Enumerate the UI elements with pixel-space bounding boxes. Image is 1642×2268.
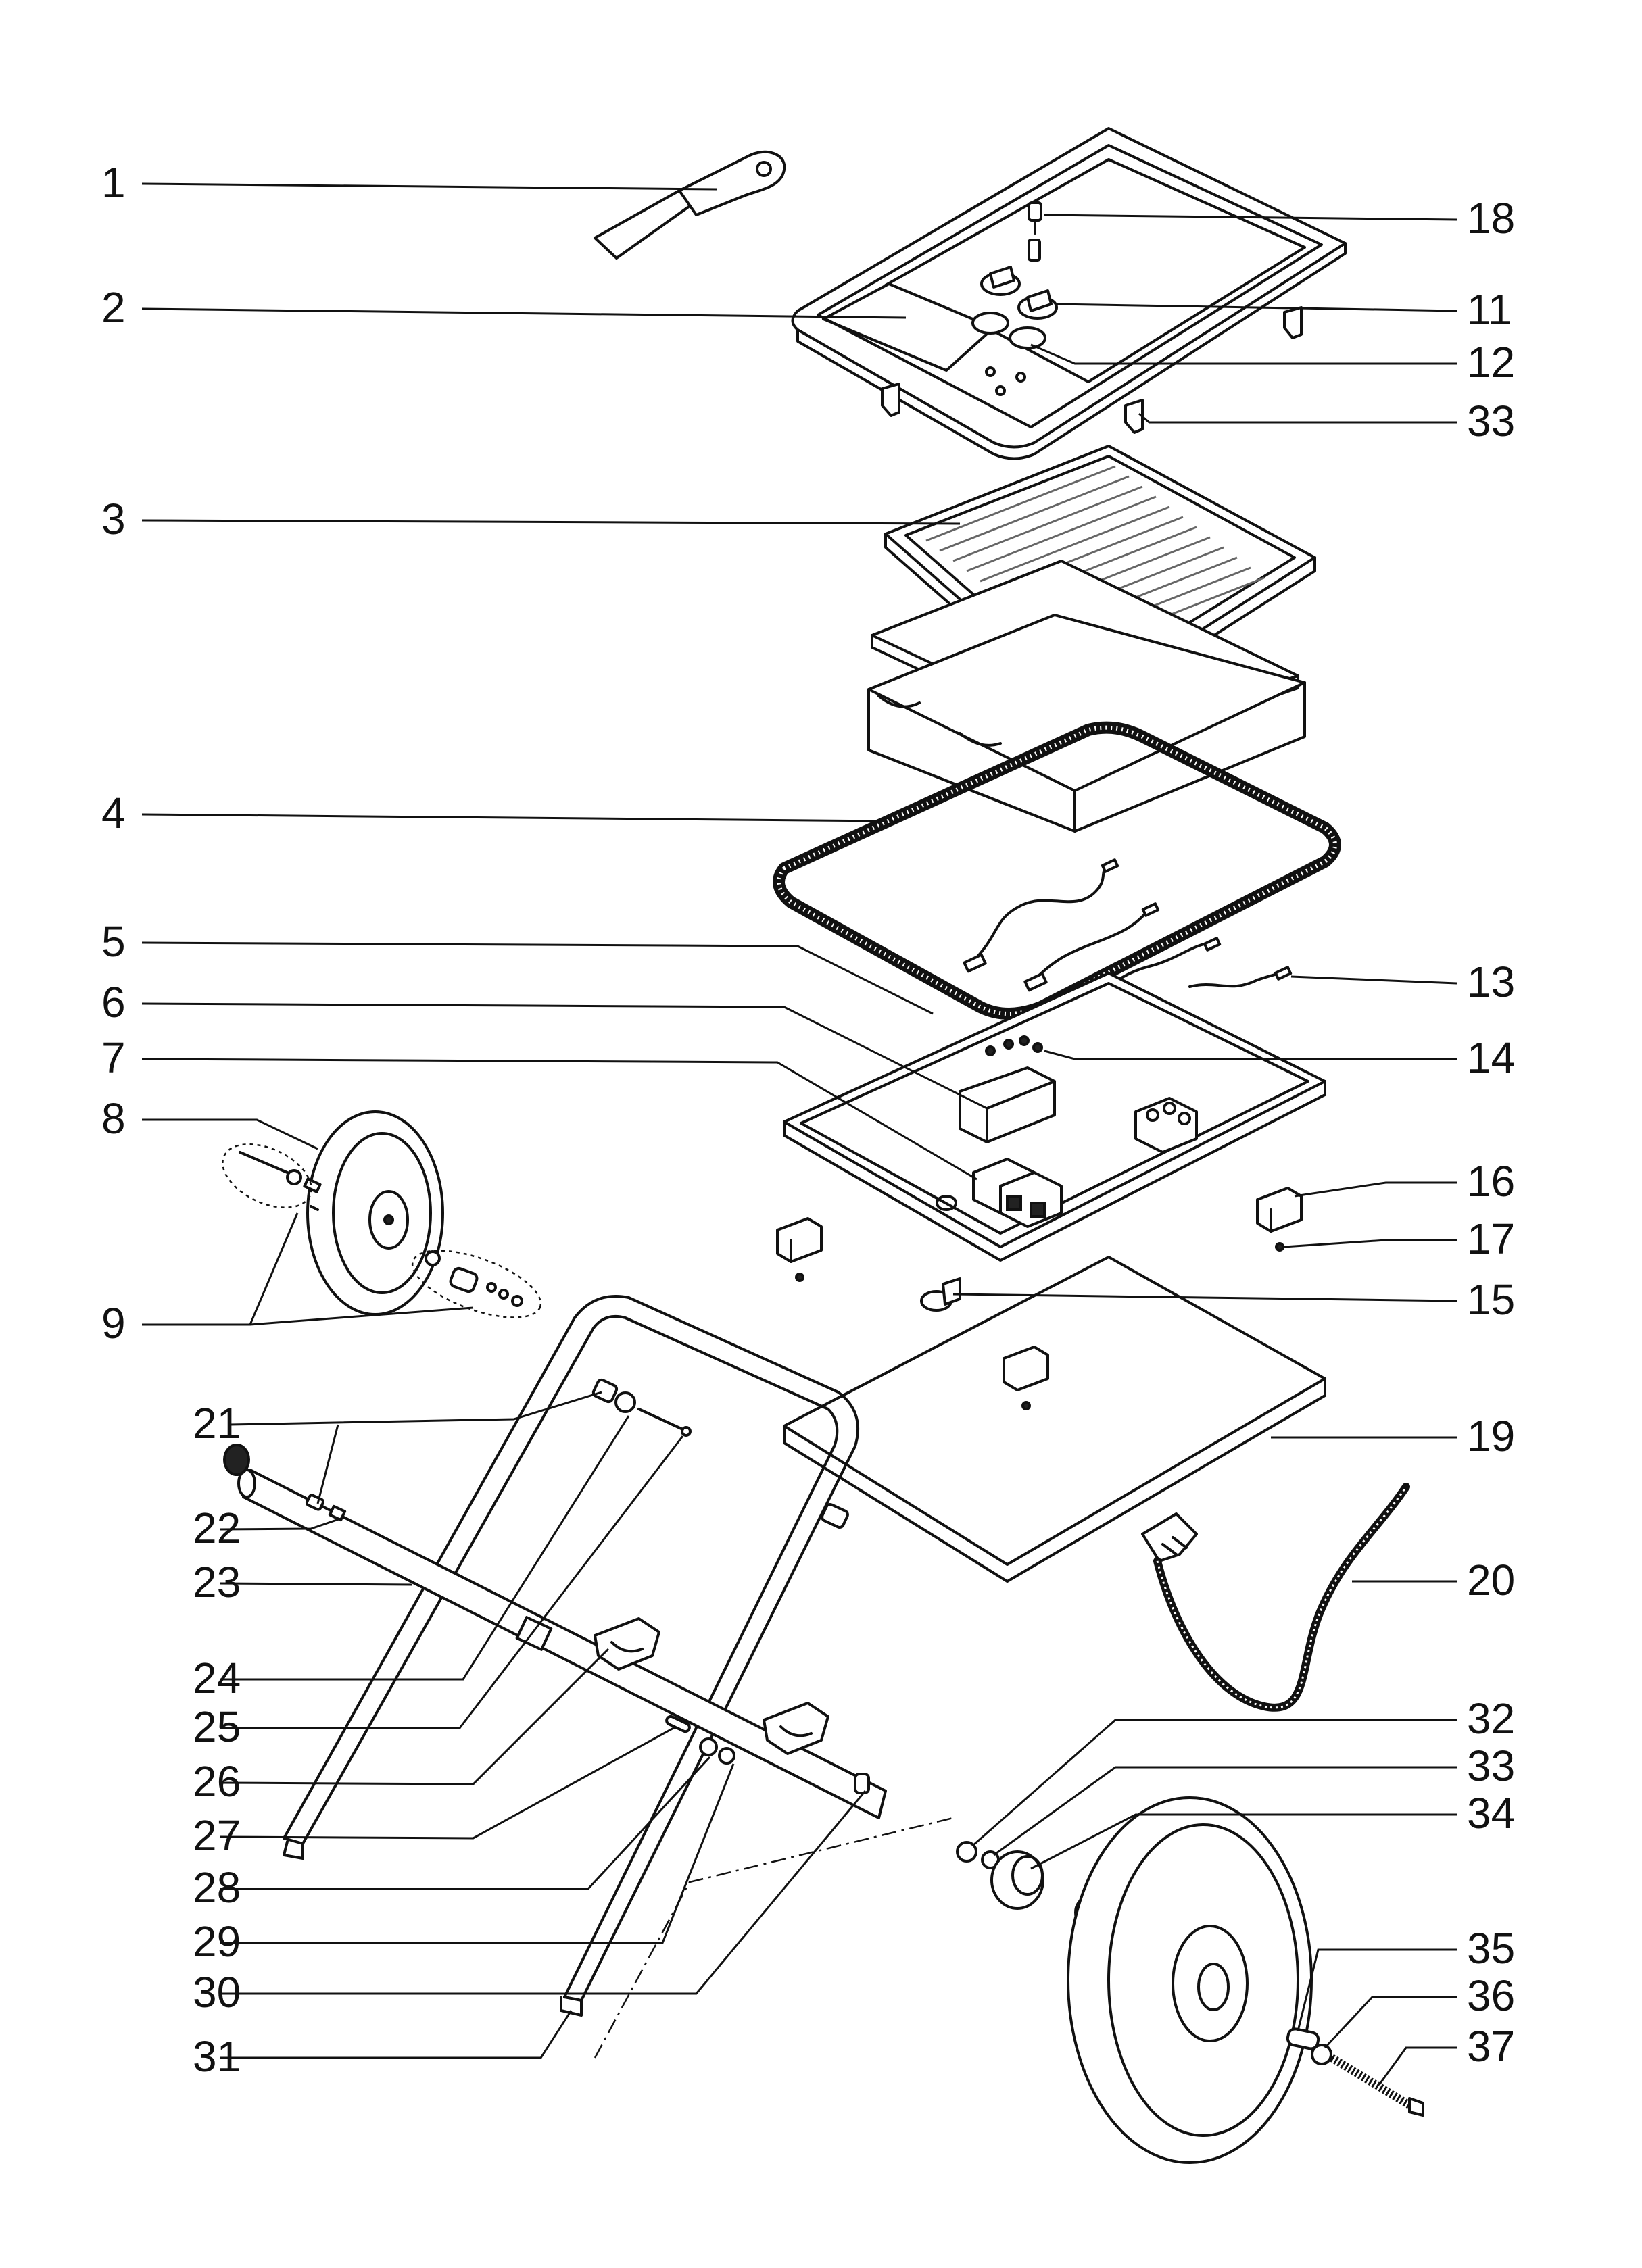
power-cord: [1141, 1483, 1410, 1712]
callout-8: 8: [101, 1094, 126, 1143]
heating-tray: [867, 614, 1306, 833]
callout-34: 34: [1467, 1789, 1515, 1838]
callout-32: 32: [1467, 1694, 1515, 1743]
callout-31: 31: [193, 2032, 241, 2081]
scraper-part: [594, 150, 786, 260]
callout-14: 14: [1467, 1033, 1515, 1082]
large-wheel-assembly: [956, 1796, 1424, 2164]
callout-17: 17: [1467, 1214, 1515, 1263]
callout-16: 16: [1467, 1157, 1515, 1206]
callout-22: 22: [193, 1504, 241, 1552]
callout-35: 35: [1467, 1924, 1515, 1973]
cable-grommet: [920, 1277, 961, 1312]
callout-7: 7: [101, 1033, 126, 1082]
callout-18: 18: [1467, 194, 1515, 243]
callout-9: 9: [101, 1299, 126, 1348]
callout-33-bottom: 33: [1467, 1742, 1515, 1790]
callout-20: 20: [1467, 1556, 1515, 1604]
callout-11: 11: [1467, 285, 1512, 334]
housing-frame: [783, 972, 1326, 1262]
callout-3: 3: [101, 495, 126, 543]
callout-labels: 1 2 3 4 5 6 7 8 9 21 22 23 24 25 26 27 2…: [101, 158, 1515, 2081]
callout-19: 19: [1467, 1412, 1515, 1460]
mounting-clip-right: [1256, 1187, 1303, 1252]
control-panel-cover: [791, 127, 1347, 460]
stand-frame: [223, 1295, 954, 2059]
callout-28: 28: [193, 1863, 241, 1912]
callout-29: 29: [193, 1917, 241, 1966]
callout-2: 2: [101, 283, 126, 332]
callout-1: 1: [101, 158, 126, 207]
callout-21: 21: [193, 1399, 241, 1448]
seal-gasket: [773, 721, 1341, 1020]
leader-lines: [141, 182, 1457, 2086]
callout-15: 15: [1467, 1275, 1515, 1324]
mounting-clip-left: [776, 1217, 823, 1282]
callout-36: 36: [1467, 1971, 1515, 2020]
bottom-cover: [783, 1256, 1326, 1583]
callout-27: 27: [193, 1811, 241, 1860]
callout-33-top: 33: [1467, 397, 1515, 445]
small-wheel-assembly: [222, 1110, 542, 1318]
callout-25: 25: [193, 1702, 241, 1751]
callout-6: 6: [101, 978, 126, 1027]
callout-4: 4: [101, 789, 126, 837]
callout-23: 23: [193, 1558, 241, 1606]
callout-37: 37: [1467, 2022, 1515, 2071]
callout-5: 5: [101, 917, 126, 966]
callout-26: 26: [193, 1757, 241, 1806]
callout-12: 12: [1467, 338, 1515, 387]
callout-30: 30: [193, 1968, 241, 2017]
callout-24: 24: [193, 1654, 241, 1702]
callout-13: 13: [1467, 958, 1515, 1006]
